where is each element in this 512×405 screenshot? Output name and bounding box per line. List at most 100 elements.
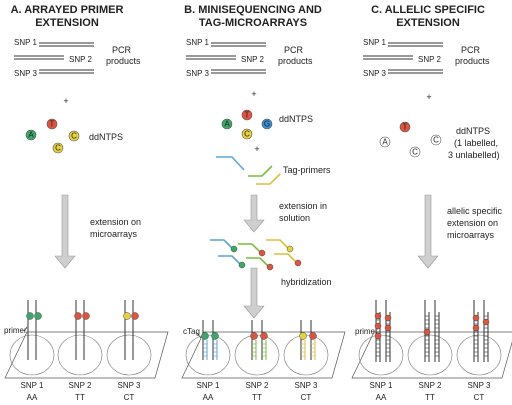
label-dot [238,261,246,269]
spot-snp-label: SNP 3 [118,381,142,390]
plus-sign: + [426,92,431,102]
extended-primer [218,255,241,265]
nucleotide-t: T [46,118,58,130]
nucleotide-circle [221,118,233,130]
panel-title: EXTENSION [35,17,99,29]
nucleotide-label: ddNTPS [279,114,313,124]
label-dot [472,314,480,322]
panel-b-microarray [181,320,346,379]
pcr-label: PCR [461,45,481,55]
pcr-label: PCR [112,45,132,55]
nucleotide-circle [430,134,442,146]
label-dot [34,312,42,320]
label-dot [423,328,431,336]
label-dot [384,324,392,332]
nucleotide-letter: C [71,132,77,141]
nucleotide-g: G [261,118,273,130]
arrow-label: microarrays [90,229,138,239]
panel-b-extended-primers [210,239,302,271]
primer-label: primer [355,327,378,336]
extended-primer [274,253,297,263]
array-spot [9,334,55,376]
spot-snp-label: SNP 3 [295,381,319,390]
plus-sign: + [63,96,68,106]
snp-label: SNP 3 [363,69,387,78]
panel-b-arrow-2 [243,267,265,319]
panel-c-arrow [417,194,439,269]
spot-genotype-label: TT [252,393,262,402]
spot-genotype-label: AA [376,393,387,402]
nucleotide-letter: T [50,120,55,129]
label-dot [131,312,139,320]
spot-genotype-label: AA [27,393,38,402]
pcr-label: products [455,56,490,66]
microarray-slide [351,331,512,379]
label-dot [384,314,392,322]
array-spot [358,334,404,376]
nucleotide-c: C [68,130,80,142]
array-spot [456,334,502,376]
label-dot [250,332,258,340]
snp-label: SNP 2 [418,55,442,64]
arrow-shape [54,194,76,269]
nucleotide-letter: T [403,123,408,132]
nucleotide-circle [52,142,64,154]
spot-snp-label: SNP 1 [197,381,221,390]
nucleotide-circle [261,118,273,130]
nucleotide-letter: A [224,120,230,129]
nucleotide-letter: C [244,130,250,139]
extended-primer [210,239,233,249]
nucleotide-letter: G [264,120,270,129]
panel-a-microarray [4,300,169,379]
nucleotide-label: ddNTPS [456,126,490,136]
pcr-label: PCR [284,45,304,55]
nucleotide-c: C [52,142,64,154]
nucleotide-circle [46,118,58,130]
array-spot [407,334,453,376]
arrow-shape [243,267,265,319]
label-dot [299,332,307,340]
nucleotide-letter: C [412,148,418,157]
panel-title: EXTENSION [396,17,460,29]
primer-label: primer [4,326,27,335]
label-dot [294,259,302,267]
spot-genotype-label: AA [203,393,214,402]
panel-c: C. ALLELIC SPECIFICEXTENSION+ATCCddNTPS(… [355,4,503,402]
nucleotide-label: ddNTPS [89,132,123,142]
extended-primer [266,239,289,249]
arrow-shape [417,194,439,269]
label-dot [286,245,294,253]
snp-label: SNP 2 [69,55,93,64]
label-dot [26,312,34,320]
nucleotide-t: T [399,121,411,133]
label-dot [230,245,238,253]
snp-label: SNP 3 [14,69,38,78]
extended-primer [246,257,269,267]
spot-snp-label: SNP 1 [370,381,394,390]
spot-snp-label: SNP 2 [69,381,93,390]
microarray-slide [181,331,346,379]
nucleotide-letter: C [433,136,439,145]
nucleotide-a: A [379,136,391,148]
label-dot [260,332,268,340]
nucleotide-label: (1 labelled, [454,138,498,148]
nucleotide-a: A [221,118,233,130]
panel-b: B. MINISEQUENCING ANDTAG-MICROARRAYS+ATG… [183,4,332,402]
array-spot [283,334,329,376]
nucleotide-c: C [409,146,421,158]
label-dot [201,332,209,340]
label-dot [123,312,131,320]
label-dot [266,263,274,271]
arrow-label: hybridization [281,277,332,287]
nucleotide-circle [241,128,253,140]
tag-primers-label: Tag-primers [283,165,331,175]
snp-label: SNP 1 [363,38,387,47]
ctag-pointer [195,331,202,339]
nucleotide-letter: C [55,144,61,153]
snp-label: SNP 2 [241,55,265,64]
arrow-label: allelic specific [447,206,503,216]
